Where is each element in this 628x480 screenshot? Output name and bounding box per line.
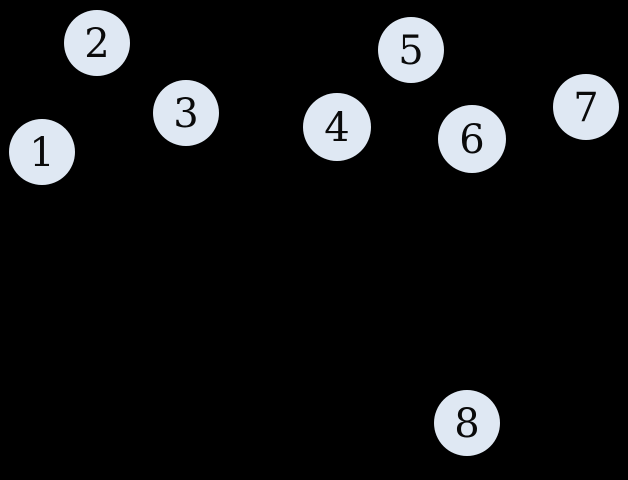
graph-node-1[interactable]: 1 (9, 119, 75, 185)
node-circle-8[interactable] (434, 390, 500, 456)
node-circle-1[interactable] (9, 119, 75, 185)
node-layer: 1 2 3 4 56 7 8 (9, 10, 619, 456)
graph-node-3[interactable]: 3 (153, 80, 219, 146)
graph-node-7[interactable]: 7 (553, 74, 619, 140)
node-label-8: 8 (454, 401, 479, 447)
node-label-5: 5 (398, 28, 423, 74)
node-circle-7[interactable] (553, 74, 619, 140)
graph-node-2[interactable]: 2 (64, 10, 130, 76)
node-label-1: 1 (29, 130, 54, 176)
node-label-3: 3 (173, 91, 198, 137)
node-label-7: 7 (573, 85, 598, 131)
node-circle-6[interactable] (438, 105, 506, 173)
node-circle-2[interactable] (64, 10, 130, 76)
graph-node-6[interactable]: 6 (438, 105, 506, 173)
graph-node-8[interactable]: 8 (434, 390, 500, 456)
node-circle-3[interactable] (153, 80, 219, 146)
node-circle-4[interactable] (303, 93, 371, 161)
node-circle-5[interactable] (378, 17, 444, 83)
graph-node-5[interactable]: 5 (378, 17, 444, 83)
node-label-2: 2 (84, 21, 109, 67)
node-label-4: 4 (324, 105, 349, 151)
node-label-6: 6 (459, 117, 484, 163)
graph-node-4[interactable]: 4 (303, 93, 371, 161)
